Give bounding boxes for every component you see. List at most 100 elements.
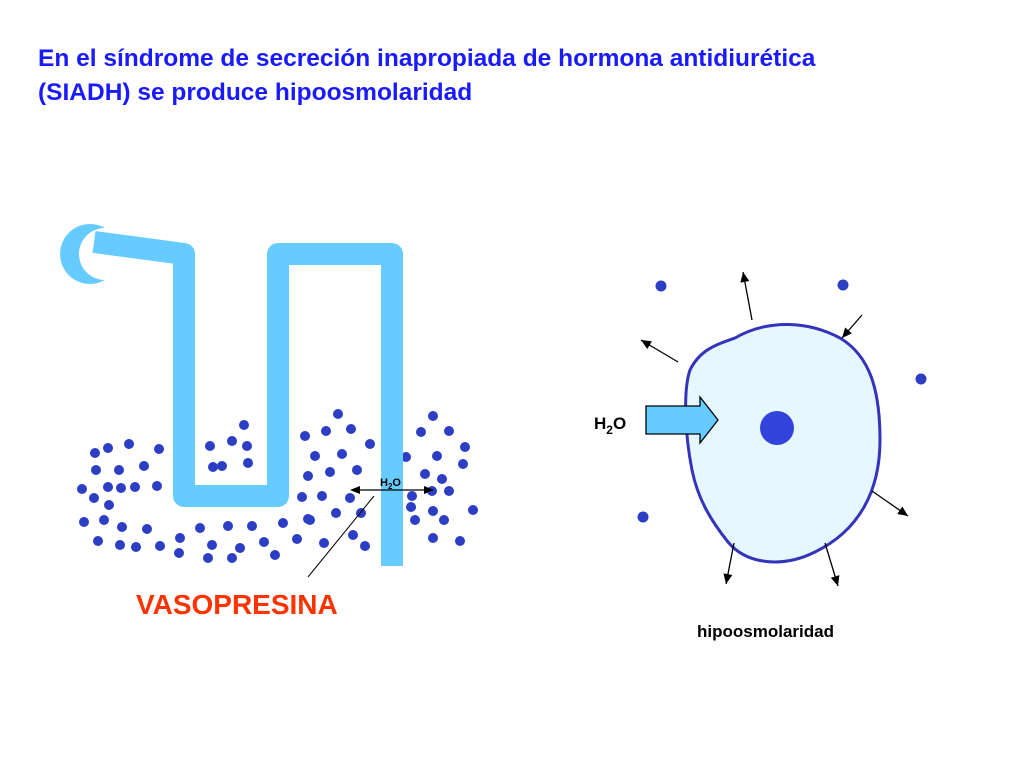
particle [103,443,113,453]
arrowhead [740,272,750,283]
particle [432,451,442,461]
particle [93,536,103,546]
particle [142,524,152,534]
particle [99,515,109,525]
particle [104,500,114,510]
water-influx-arrow: H2O [594,395,719,445]
particle [437,474,447,484]
particle [455,536,465,546]
particle [333,409,343,419]
particle [637,511,649,523]
particle [348,530,358,540]
particle [155,541,165,551]
particle [345,493,355,503]
particle [124,439,134,449]
particle [297,492,307,502]
particle [305,515,315,525]
particle [458,459,468,469]
particle [278,518,288,528]
particle [444,486,454,496]
particle [139,461,149,471]
particle [401,452,411,462]
particle [205,441,215,451]
vasopresina-pointer [307,495,375,578]
hipoosmolaridad-label: hipoosmolaridad [697,622,834,641]
particle [428,411,438,421]
slide-title: En el síndrome de secreción inapropiada … [38,42,998,110]
water-exchange-arrow: H2O [350,477,434,494]
particle [115,540,125,550]
particle [247,521,257,531]
particle [89,493,99,503]
particle [175,533,185,543]
particle [174,548,184,558]
slide-title-line-1: En el síndrome de secreción inapropiada … [38,45,816,72]
particle [195,523,205,533]
particle [444,426,454,436]
cell-nucleus [760,411,794,445]
particle [292,534,302,544]
particle [235,543,245,553]
particle [91,465,101,475]
particle [337,449,347,459]
particle [360,541,370,551]
particle [346,424,356,434]
arrowhead [830,575,840,586]
particle [655,280,667,292]
particle [420,469,430,479]
outward-arrows [640,271,909,587]
particle [259,537,269,547]
interstitial-particles [77,409,478,563]
particle [79,517,89,527]
particle [365,439,375,449]
particle [837,279,849,291]
particle [319,538,329,548]
particle [310,451,320,461]
arrowhead [641,340,652,349]
particle [331,508,341,518]
particle [223,521,233,531]
particle [90,448,100,458]
particle [270,550,280,560]
particle [116,483,126,493]
particle [217,461,227,471]
particle [154,444,164,454]
particle [407,491,417,501]
particle [321,426,331,436]
particle [103,482,113,492]
slide-title-line-2: (SIADH) se produce hipoosmolaridad [38,79,473,106]
vasopresina-label: VASOPRESINA [136,589,338,620]
particle [460,442,470,452]
tubule-water-label: H2O [380,477,401,491]
particle [416,427,426,437]
tubule-segment [92,231,403,566]
particle [428,533,438,543]
particle [915,373,927,385]
particle [117,522,127,532]
particle [410,515,420,525]
particle [242,441,252,451]
particle [239,420,249,430]
particle [203,553,213,563]
particle [131,542,141,552]
particle [207,540,217,550]
particle [243,458,253,468]
arrowhead [897,506,908,516]
particle [77,484,87,494]
particle [352,465,362,475]
particle [468,505,478,515]
cell-panel: H2O hipoosmolaridad [594,271,927,641]
particle [152,481,162,491]
particle [227,436,237,446]
glomerular-capsule [60,224,105,284]
particle [300,431,310,441]
particle [317,491,327,501]
renal-tubule [60,224,403,566]
particle [208,462,218,472]
particle [406,502,416,512]
extracellular-particles [637,279,927,523]
particle [428,506,438,516]
particle [130,482,140,492]
particle [303,471,313,481]
